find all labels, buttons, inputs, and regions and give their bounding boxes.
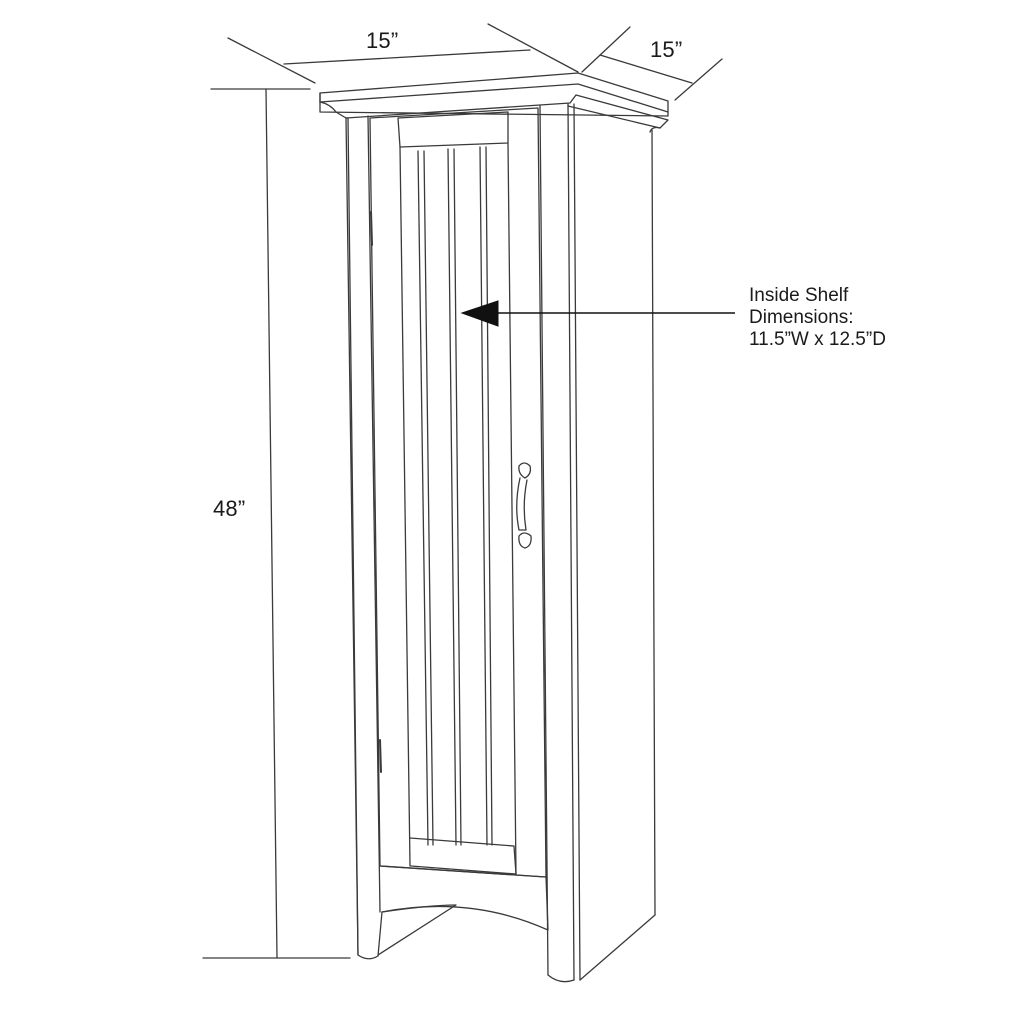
width-dimension-label: 15” bbox=[366, 28, 399, 53]
depth-dimension-label: 15” bbox=[650, 37, 683, 62]
cabinet-side-panel bbox=[573, 103, 656, 981]
crown-molding bbox=[319, 72, 669, 133]
door-handle bbox=[516, 462, 532, 549]
depth-dimension-lines bbox=[581, 26, 723, 101]
inside-shelf-callout: Inside Shelf Dimensions: 11.5”W x 12.5”D bbox=[749, 285, 886, 351]
callout-line-1: Inside Shelf bbox=[749, 285, 849, 306]
height-dimension-lines bbox=[202, 88, 351, 959]
callout-line-2: Dimensions: bbox=[749, 307, 854, 328]
callout-line-3: 11.5”W x 12.5”D bbox=[749, 329, 886, 350]
callout-arrow bbox=[460, 300, 735, 327]
height-dimension-label: 48” bbox=[213, 496, 246, 521]
cabinet-door bbox=[369, 107, 547, 878]
door-hinges bbox=[370, 211, 382, 773]
base-rail bbox=[377, 865, 549, 956]
cabinet-front-frame bbox=[345, 103, 575, 983]
width-dimension-lines bbox=[227, 23, 579, 84]
